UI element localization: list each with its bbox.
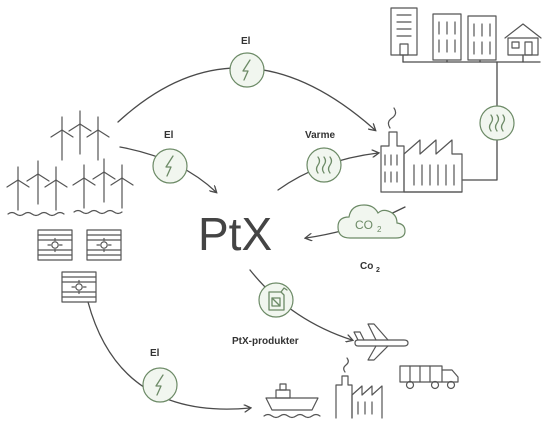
products-arrow xyxy=(249,269,352,340)
co2-bubble-label: CO xyxy=(355,218,373,232)
heat-icon xyxy=(479,105,515,141)
apartment-building-icon xyxy=(467,15,497,61)
el-top-label: El xyxy=(241,36,251,47)
airplane-icon xyxy=(353,323,409,361)
products-label: PtX-produkter xyxy=(232,336,299,347)
co2-bubble-sub: 2 xyxy=(377,225,382,234)
house-icon xyxy=(504,23,542,56)
fuel-can-icon xyxy=(258,282,294,318)
wind-turbine-icon xyxy=(50,110,110,161)
co2-cloud-icon: CO 2 xyxy=(337,204,406,239)
lightning-icon xyxy=(152,148,188,184)
apartment-building-icon xyxy=(432,13,462,61)
solar-panel-icon xyxy=(37,229,122,303)
co2-caption-label: Co xyxy=(360,261,373,272)
apartment-building-icon xyxy=(390,7,418,56)
factory-icon xyxy=(335,357,383,419)
truck-icon xyxy=(399,365,459,390)
heat-icon xyxy=(306,147,342,183)
offshore-wind-icon xyxy=(6,158,134,217)
ptx-center-label: PtX xyxy=(198,208,272,260)
heat-supply-line xyxy=(462,61,498,181)
factory-icon xyxy=(380,107,463,193)
co2-caption-sub: 2 xyxy=(376,267,380,274)
el-bottom-label: El xyxy=(150,348,160,359)
varme-label: Varme xyxy=(305,130,335,141)
lightning-icon xyxy=(142,367,178,403)
el-mid-label: El xyxy=(164,130,174,141)
lightning-icon xyxy=(229,52,265,88)
ship-icon xyxy=(263,383,321,419)
